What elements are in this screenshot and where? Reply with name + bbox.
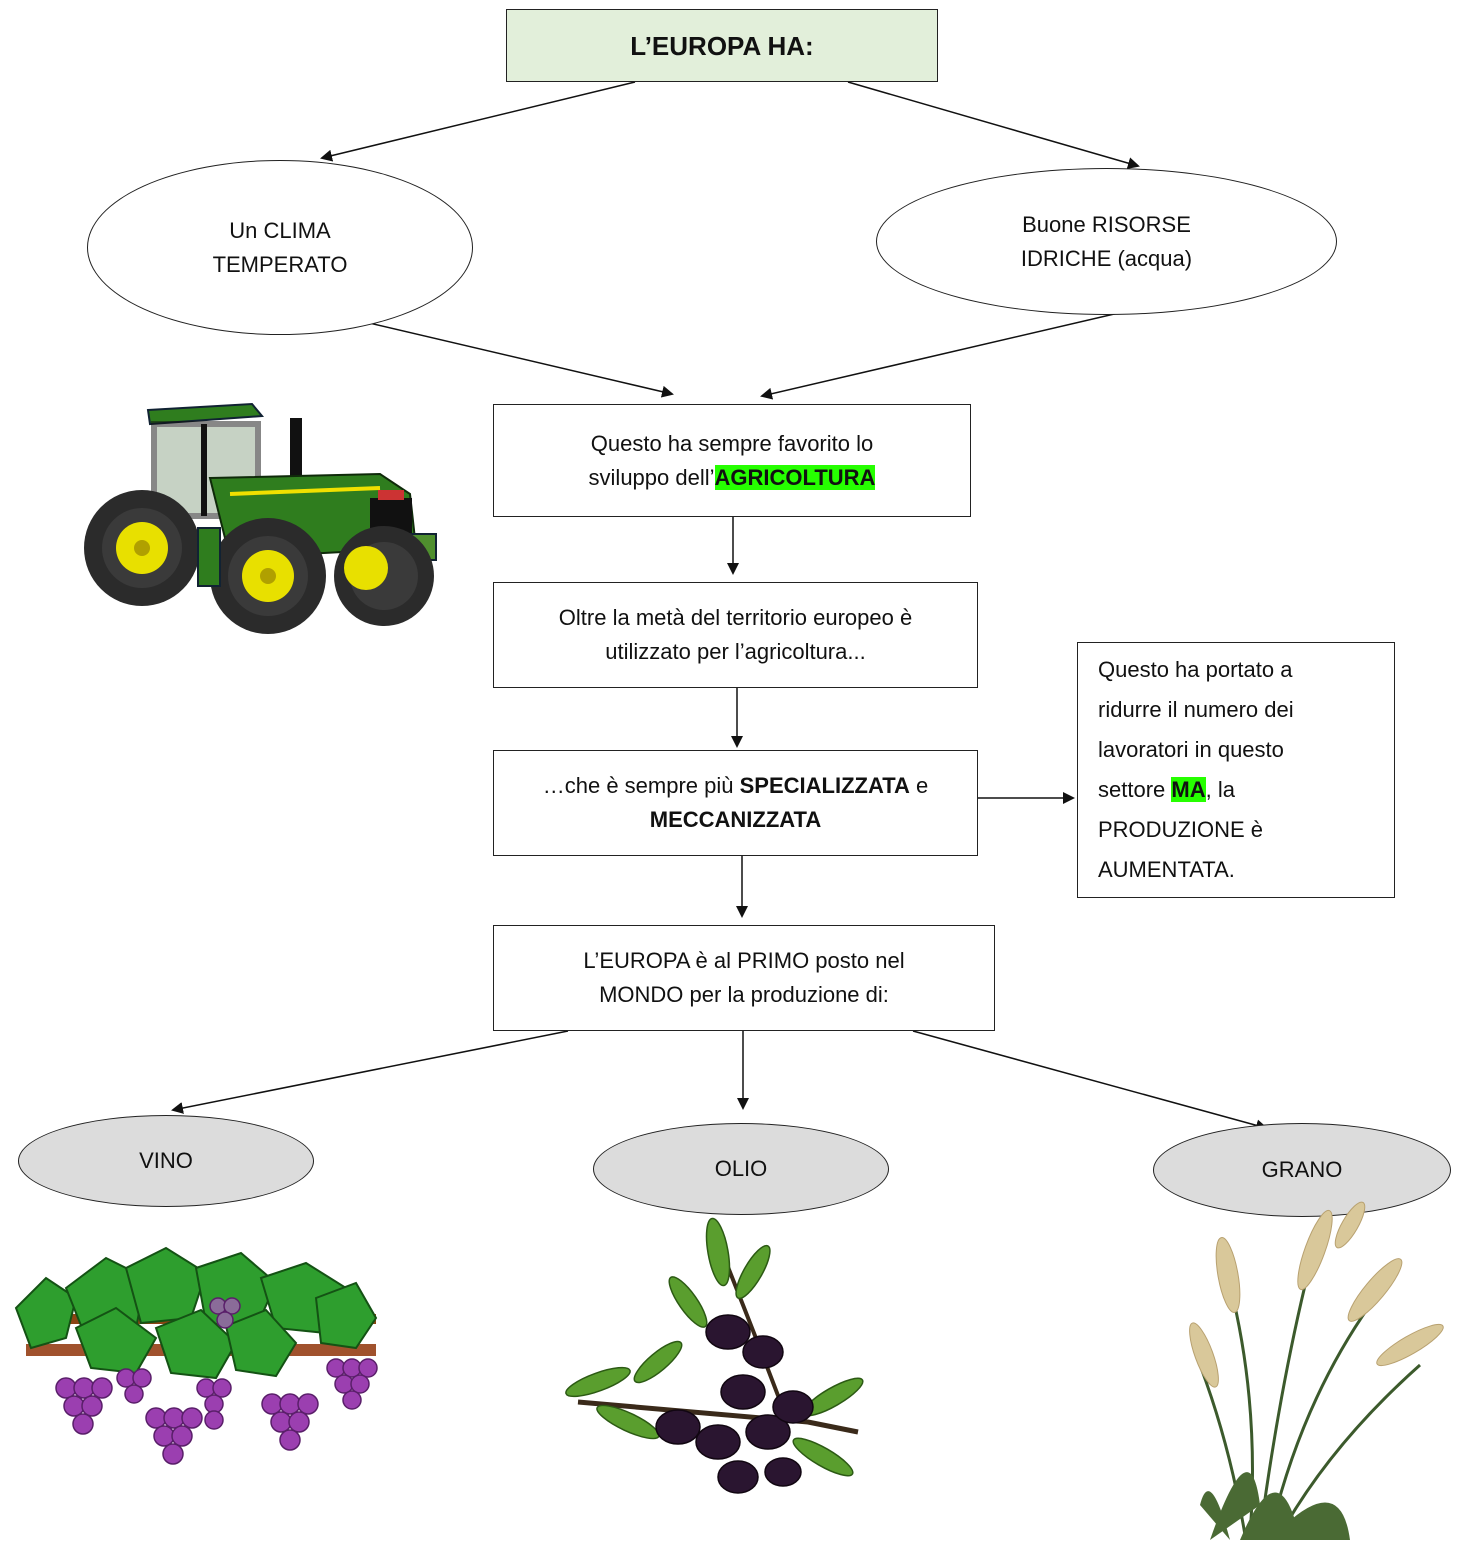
title-box: L’EUROPA HA:: [506, 9, 938, 82]
olive-branch-icon: [565, 1217, 864, 1494]
territorio-line2: utilizzato per l’agricoltura...: [605, 639, 866, 664]
grano-ellipse: GRANO: [1153, 1123, 1451, 1217]
side-line6: AUMENTATA.: [1098, 857, 1235, 882]
side-line2: ridurre il numero dei: [1098, 697, 1294, 722]
arrow-clima-to-agricoltura: [347, 317, 674, 398]
side-highlight: MA: [1171, 777, 1206, 802]
vino-ellipse: VINO: [18, 1115, 314, 1207]
clima-line1: Un CLIMA: [229, 217, 331, 243]
agricoltura-line2-prefix: sviluppo dell’: [588, 464, 715, 490]
specializzata-prefix: …che è sempre più: [542, 773, 740, 798]
agricoltura-box: Questo ha sempre favorito lo sviluppo de…: [493, 404, 971, 517]
vino-label: VINO: [139, 1148, 193, 1173]
side-line4-suffix: , la: [1205, 777, 1235, 802]
specializzata-bold: SPECIALIZZATA: [739, 773, 910, 798]
risorse-line1: Buone RISORSE: [1022, 211, 1191, 237]
territorio-box: Oltre la metà del territorio europeo è u…: [493, 582, 978, 688]
specializzata-box: …che è sempre più SPECIALIZZATA e MECCAN…: [493, 750, 978, 856]
side-line1: Questo ha portato a: [1098, 657, 1293, 682]
meccanizzata-bold: MECCANIZZATA: [649, 807, 822, 832]
title-text: L’EUROPA HA:: [630, 30, 814, 61]
clima-line2: TEMPERATO: [212, 251, 348, 277]
arrow-title-to-clima: [320, 81, 636, 162]
clima-ellipse: Un CLIMA TEMPERATO: [87, 160, 473, 335]
grapes-icon: [14, 1246, 378, 1465]
side-line4-prefix: settore: [1098, 777, 1172, 802]
grano-label: GRANO: [1261, 1157, 1343, 1182]
territorio-line1: Oltre la metà del territorio europeo è: [558, 605, 913, 630]
agricoltura-highlight: AGRICOLTURA: [714, 464, 876, 490]
risorse-line2: IDRICHE (acqua): [1020, 245, 1193, 271]
primo-line1: L’EUROPA è al PRIMO posto nel: [583, 948, 905, 973]
risorse-ellipse: Buone RISORSE IDRICHE (acqua): [876, 168, 1337, 315]
agricoltura-line1: Questo ha sempre favorito lo: [590, 430, 874, 456]
arrow-title-to-risorse: [847, 81, 1140, 169]
primo-posto-box: L’EUROPA è al PRIMO posto nel MONDO per …: [493, 925, 995, 1031]
arrow-primo-to-grano: [912, 1030, 1268, 1132]
olio-ellipse: OLIO: [593, 1123, 889, 1215]
specializzata-middle: e: [909, 773, 929, 798]
wheat-icon: [1189, 1201, 1444, 1540]
arrow-primo-to-vino: [171, 1030, 569, 1114]
tractor-icon: [84, 402, 437, 634]
olio-label: OLIO: [714, 1156, 768, 1181]
primo-line2: MONDO per la produzione di:: [599, 982, 889, 1007]
side-line5: PRODUZIONE è: [1098, 817, 1264, 842]
arrow-risorse-to-agricoltura: [760, 307, 1141, 400]
side-line3: lavoratori in questo: [1098, 737, 1284, 762]
side-box: Questo ha portato a ridurre il numero de…: [1077, 642, 1395, 898]
